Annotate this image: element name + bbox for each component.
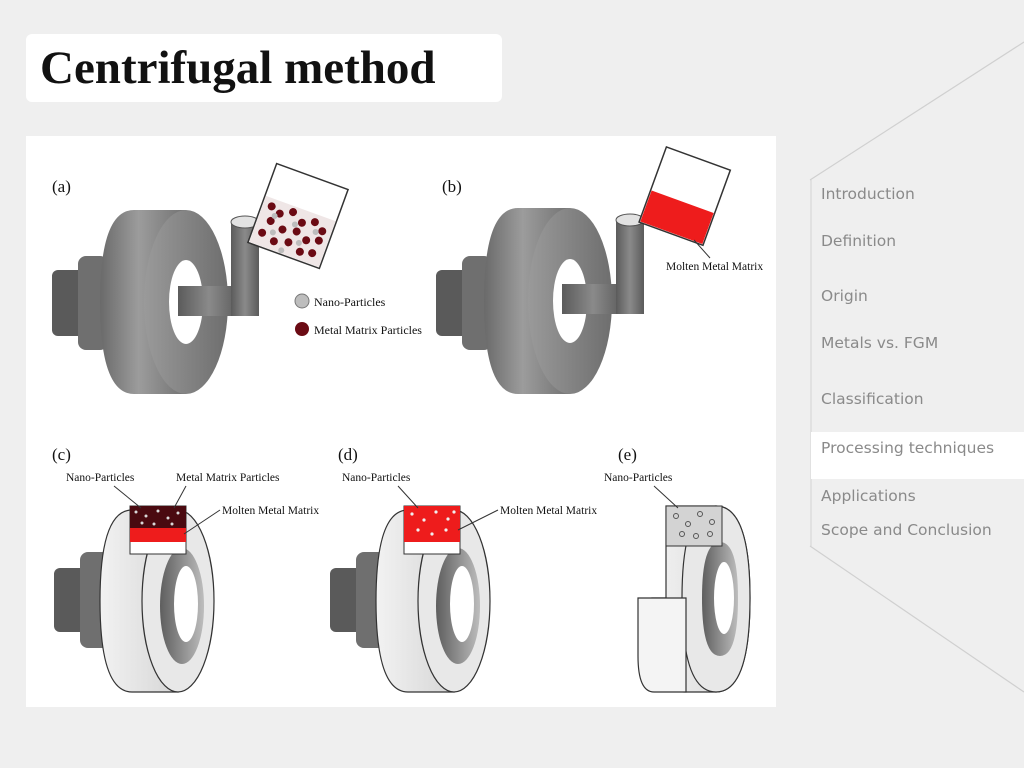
molten-layer: [130, 528, 186, 542]
legend-nano-swatch: [294, 293, 310, 309]
feed-pipe-horizontal: [562, 284, 624, 314]
panel-a-label: (a): [52, 177, 71, 196]
title-box: Centrifugal method: [26, 34, 502, 102]
molten-label: Molten Metal Matrix: [666, 261, 763, 273]
c-molten-label: Molten Metal Matrix: [222, 505, 319, 517]
c-matrix-label: Metal Matrix Particles: [176, 472, 280, 484]
nav-item-classification[interactable]: Classification: [821, 390, 924, 408]
e-nano-label: Nano-Particles: [604, 472, 673, 484]
nav-item-definition[interactable]: Definition: [821, 232, 897, 250]
nav-item-applications[interactable]: Applications: [821, 487, 916, 505]
panel-c: (c) Nano-Particles Metal Matrix Particle…: [52, 445, 319, 693]
ring-opening: [714, 562, 734, 634]
d-molten-label: Molten Metal Matrix: [500, 505, 597, 517]
feed-pipe-horizontal: [178, 286, 240, 316]
panel-e: (e) Nano-Particles: [604, 445, 751, 693]
machine-hub: [78, 256, 108, 350]
panel-b: (b) Molten Metal Matrix: [436, 145, 763, 394]
particle-container: [246, 162, 350, 270]
drum-opening: [174, 566, 198, 642]
nav-item-scope-and-conclusion[interactable]: Scope and Conclusion: [821, 521, 992, 539]
c-nano-label: Nano-Particles: [66, 472, 135, 484]
legend-matrix-label: Metal Matrix Particles: [314, 323, 422, 337]
nav-item-origin[interactable]: Origin: [821, 287, 868, 305]
diagram-svg: (a): [52, 145, 763, 693]
pointer: [183, 509, 221, 535]
page-title: Centrifugal method: [40, 42, 436, 94]
pointer: [113, 485, 142, 509]
nav-item-metals-vs-fgm[interactable]: Metals vs. FGM: [821, 334, 939, 352]
drum-opening: [450, 566, 474, 642]
panel-b-label: (b): [442, 177, 462, 196]
panel-c-label: (c): [52, 445, 71, 464]
matrix-layer: [130, 506, 186, 528]
legend-nano-label: Nano-Particles: [314, 295, 386, 309]
ring-cut-segment: [637, 597, 687, 693]
feed-pipe-vertical: [616, 220, 644, 314]
pointer: [173, 485, 187, 509]
molten-container: [638, 145, 732, 247]
d-nano-label: Nano-Particles: [342, 472, 411, 484]
pointer: [653, 485, 679, 509]
panel-a: (a): [52, 162, 422, 394]
nav-active-highlight: [811, 432, 1024, 479]
nav-item-introduction[interactable]: Introduction: [821, 185, 915, 203]
molten-pointer: [693, 239, 711, 259]
pointer: [397, 485, 419, 509]
pointer: [457, 509, 499, 531]
panel-e-label: (e): [618, 445, 637, 464]
molten-layer: [404, 506, 460, 542]
nav-item-processing-techniques[interactable]: Processing techniques: [821, 439, 995, 457]
legend-matrix-swatch: [295, 322, 309, 336]
panel-d: (d) Nano-Particles Molten Metal Matrix: [330, 445, 597, 693]
centrifugal-diagram: (a): [26, 136, 776, 707]
feed-pipe-vertical: [231, 222, 259, 316]
machine-hub: [462, 256, 492, 350]
panel-d-label: (d): [338, 445, 358, 464]
nano-layer: [665, 505, 723, 547]
